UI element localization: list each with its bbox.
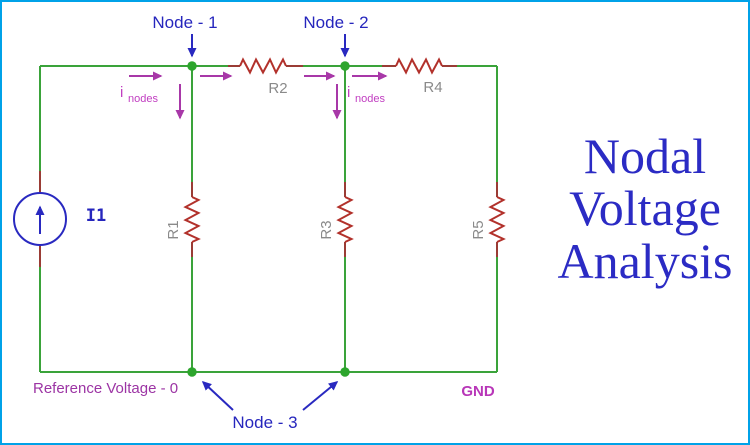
resistor-r3: R3 <box>318 182 354 257</box>
resistor-r4: R4 <box>382 57 457 96</box>
current-source-circle <box>13 192 67 246</box>
title-line-3: Analysis <box>558 233 733 289</box>
current-label-2: i <box>347 84 350 101</box>
resistor-r4-label: R4 <box>423 79 442 96</box>
resistor-r3-zigzag <box>336 196 354 243</box>
node3-pointer-arrow-left-icon <box>201 380 234 411</box>
page-title: Nodal Voltage Analysis <box>558 128 733 289</box>
current-label-1: i <box>120 84 123 101</box>
resistor-r1: R1 <box>165 182 201 257</box>
resistor-r1-label: R1 <box>165 220 182 239</box>
node1-label: Node - 1 <box>152 13 217 32</box>
resistor-r2-label: R2 <box>268 80 287 97</box>
resistor-r4-zigzag <box>395 57 443 75</box>
source-label: I1 <box>86 206 106 226</box>
node3-right-dot <box>340 367 350 377</box>
title-line-2: Voltage <box>569 180 721 236</box>
node3-pointer-arrow-right-icon <box>302 381 339 411</box>
resistor-r5-zigzag <box>488 196 506 243</box>
resistor-r5: R5 <box>470 182 506 257</box>
resistor-r2: R2 <box>228 57 303 97</box>
current-label-1-subscript: nodes <box>128 93 158 105</box>
title-line-1: Nodal <box>584 128 706 184</box>
node3-label: Node - 3 <box>232 413 297 432</box>
resistor-r5-label: R5 <box>470 220 487 239</box>
resistor-r2-zigzag <box>239 57 287 75</box>
resistor-r3-label: R3 <box>318 220 335 239</box>
node1-dot <box>187 61 197 71</box>
node3-left-dot <box>187 367 197 377</box>
gnd-label: GND <box>461 383 495 400</box>
current-source-i1: I1 <box>13 171 106 267</box>
resistor-r1-zigzag <box>183 196 201 243</box>
node2-label: Node - 2 <box>303 13 368 32</box>
reference-voltage-label: Reference Voltage - 0 <box>33 380 178 397</box>
current-label-2-subscript: nodes <box>355 93 385 105</box>
node2-dot <box>340 61 350 71</box>
